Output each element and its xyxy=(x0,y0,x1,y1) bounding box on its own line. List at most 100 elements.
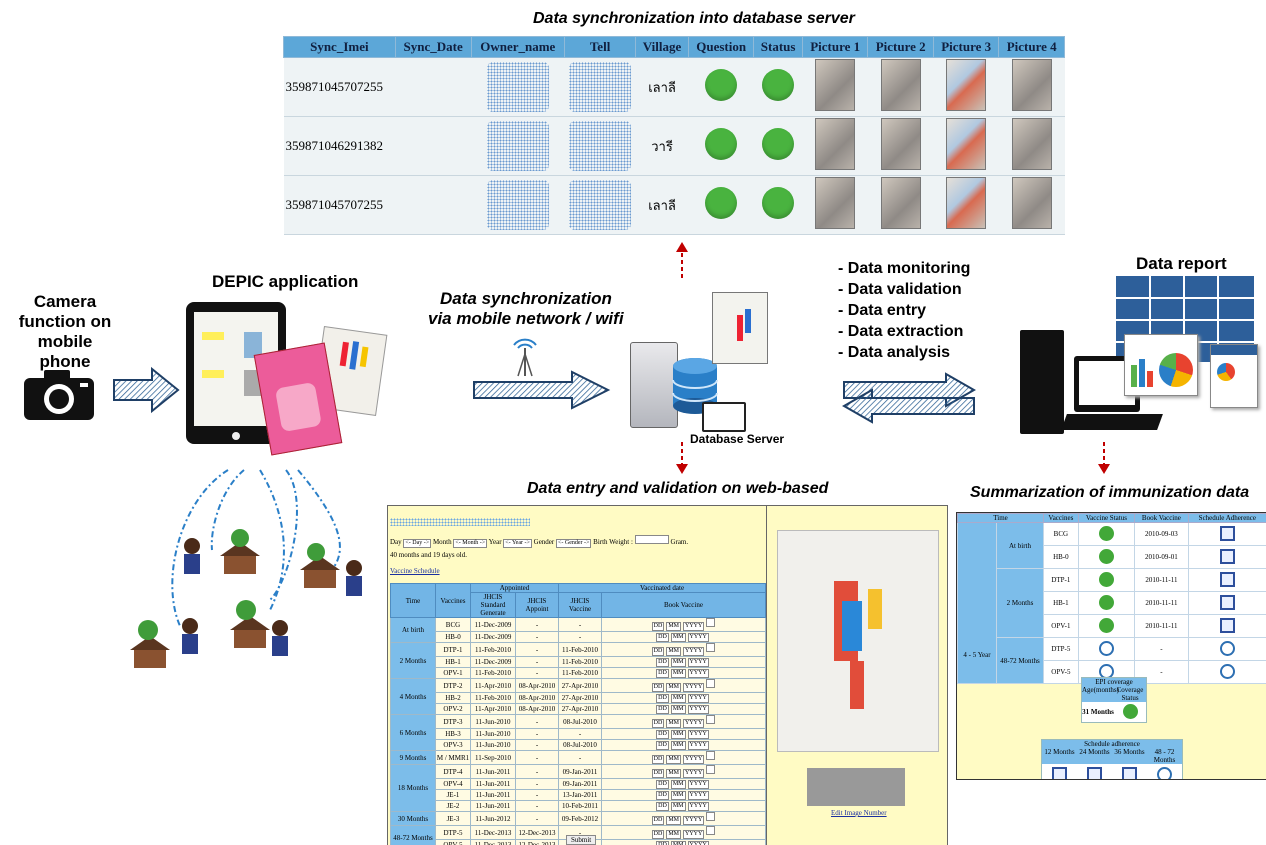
date-select[interactable]: YYYY xyxy=(683,719,705,728)
day-select[interactable]: <- Day -> xyxy=(403,539,432,548)
picture-thumbnail[interactable] xyxy=(946,59,987,111)
picture-thumbnail[interactable] xyxy=(880,177,921,229)
date-select[interactable]: MM xyxy=(670,705,686,714)
date-select[interactable]: YYYY xyxy=(683,683,705,692)
edit-image-link[interactable]: Edit Image Number xyxy=(831,809,887,817)
sync-col-header: Picture 4 xyxy=(998,36,1065,58)
date-select[interactable]: MM xyxy=(666,816,681,825)
picture-thumbnail[interactable] xyxy=(815,118,856,170)
date-select[interactable]: MM xyxy=(670,780,686,789)
vaccine-cell-v: DTP-1 xyxy=(435,642,471,657)
date-select[interactable]: DD xyxy=(656,780,669,789)
date-select[interactable]: YYYY xyxy=(687,741,709,750)
date-select[interactable]: DD xyxy=(656,741,669,750)
book-checkbox[interactable] xyxy=(706,643,716,652)
date-select[interactable]: MM xyxy=(670,658,686,667)
date-select[interactable]: MM xyxy=(666,622,681,631)
date-select[interactable]: DD xyxy=(656,791,669,800)
book-checkbox[interactable] xyxy=(706,618,716,627)
vaccine-cell-vac: - xyxy=(558,631,602,643)
summary-date: - xyxy=(1134,637,1189,661)
book-checkbox[interactable] xyxy=(706,751,716,760)
date-select[interactable]: YYYY xyxy=(687,633,709,642)
book-checkbox[interactable] xyxy=(706,765,716,774)
date-select[interactable]: DD xyxy=(656,730,669,739)
date-select[interactable]: YYYY xyxy=(687,730,709,739)
date-select[interactable]: YYYY xyxy=(683,816,705,825)
vaccine-cell-vac: 09-Jan-2011 xyxy=(558,764,602,779)
picture-thumbnail[interactable] xyxy=(1011,118,1052,170)
date-select[interactable]: DD xyxy=(651,830,665,839)
date-select[interactable]: YYYY xyxy=(687,780,709,789)
date-select[interactable]: MM xyxy=(670,633,686,642)
image-thumbnails[interactable] xyxy=(807,768,905,806)
date-select[interactable]: YYYY xyxy=(687,694,709,703)
picture-thumbnail[interactable] xyxy=(815,59,856,111)
date-select[interactable]: DD xyxy=(656,669,669,678)
month-select[interactable]: <- Month -> xyxy=(453,539,488,548)
date-select[interactable]: DD xyxy=(651,755,665,764)
date-select[interactable]: DD xyxy=(651,683,665,692)
date-select[interactable]: DD xyxy=(656,705,669,714)
book-checkbox[interactable] xyxy=(706,812,716,821)
date-select[interactable]: DD xyxy=(656,802,669,811)
date-select[interactable]: YYYY xyxy=(687,841,709,845)
submit-button[interactable]: Submit xyxy=(566,835,597,845)
date-select[interactable]: YYYY xyxy=(683,830,705,839)
date-select[interactable]: DD xyxy=(656,658,669,667)
date-select[interactable]: DD xyxy=(656,633,669,642)
date-select[interactable]: MM xyxy=(666,683,681,692)
date-select[interactable]: MM xyxy=(670,730,686,739)
date-select[interactable]: YYYY xyxy=(687,705,709,714)
book-checkbox[interactable] xyxy=(706,679,716,688)
date-select[interactable]: MM xyxy=(670,802,686,811)
date-select[interactable]: MM xyxy=(666,755,681,764)
date-select[interactable]: DD xyxy=(651,769,665,778)
vaccine-cell-app: 12-Dec-2013 xyxy=(515,825,559,840)
date-select[interactable]: MM xyxy=(666,769,681,778)
date-select[interactable]: DD xyxy=(651,647,665,656)
birth-weight-input[interactable] xyxy=(634,535,669,544)
picture-thumbnail[interactable] xyxy=(946,177,987,229)
date-select[interactable]: YYYY xyxy=(683,647,705,656)
gender-select[interactable]: <- Gender -> xyxy=(556,539,592,548)
date-select[interactable]: YYYY xyxy=(683,755,705,764)
date-select[interactable]: MM xyxy=(666,647,681,656)
picture-thumbnail[interactable] xyxy=(880,59,921,111)
date-select[interactable]: MM xyxy=(666,719,681,728)
function-text: Data validation xyxy=(847,281,962,298)
date-select[interactable]: MM xyxy=(670,741,686,750)
date-select[interactable]: DD xyxy=(651,816,665,825)
date-select[interactable]: YYYY xyxy=(683,769,705,778)
date-select[interactable]: DD xyxy=(656,841,669,845)
date-select[interactable]: MM xyxy=(670,841,686,845)
date-select[interactable]: MM xyxy=(670,694,686,703)
screen-image-1 xyxy=(244,332,262,358)
date-select[interactable]: DD xyxy=(651,719,665,728)
picture-cell xyxy=(867,175,934,235)
date-select[interactable]: DD xyxy=(651,622,665,631)
date-select[interactable]: YYYY xyxy=(687,802,709,811)
date-select[interactable]: MM xyxy=(666,830,681,839)
picture-thumbnail[interactable] xyxy=(1011,177,1052,229)
vaccine-cell-app: - xyxy=(515,656,559,668)
date-select[interactable]: YYYY xyxy=(687,791,709,800)
date-select[interactable]: YYYY xyxy=(687,669,709,678)
summary-adherence xyxy=(1187,568,1266,592)
year-select[interactable]: <- Year -> xyxy=(503,539,532,548)
picture-thumbnail[interactable] xyxy=(946,118,987,170)
date-select[interactable]: MM xyxy=(670,669,686,678)
vaccine-schedule-link[interactable]: Vaccine Schedule xyxy=(390,567,440,575)
picture-thumbnail[interactable] xyxy=(815,177,856,229)
date-select[interactable]: YYYY xyxy=(687,658,709,667)
date-select[interactable]: MM xyxy=(670,791,686,800)
date-select[interactable]: YYYY xyxy=(683,622,705,631)
book-checkbox[interactable] xyxy=(706,715,716,724)
book-checkbox[interactable] xyxy=(706,826,716,835)
picture-thumbnail[interactable] xyxy=(880,118,921,170)
date-select[interactable]: DD xyxy=(656,694,669,703)
picture-thumbnail[interactable] xyxy=(1011,59,1052,111)
vaccine-cell-app: - xyxy=(515,764,559,779)
